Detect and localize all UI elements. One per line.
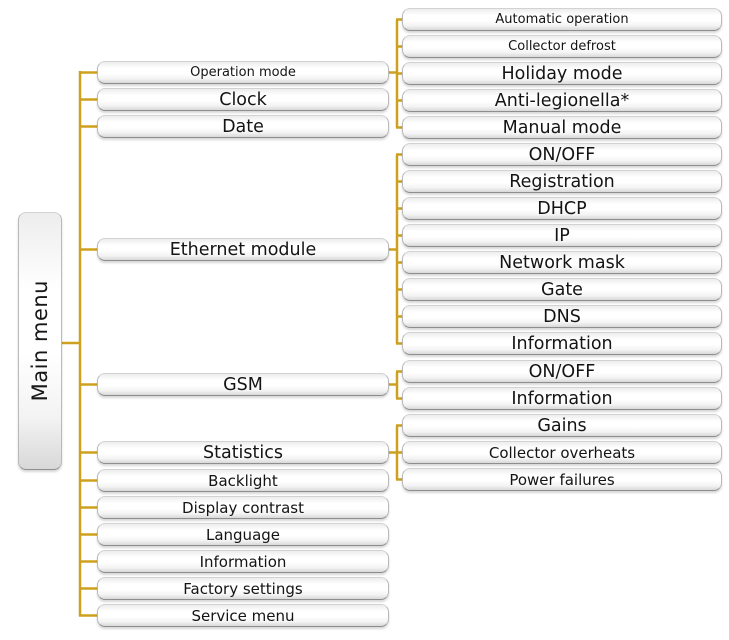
subnode-gsm-information: Information [402,387,722,410]
node-clock: Clock [97,88,389,111]
subnode-collector-defrost: Collector defrost [402,35,722,58]
node-operation-mode: Operation mode [97,61,389,84]
subnode-anti-legionella: Anti-legionella* [402,89,722,112]
subnode-power-failures: Power failures [402,468,722,491]
subnode-manual-mode: Manual mode [402,116,722,139]
node-main-menu: Main menu [18,212,62,470]
subnode-automatic-operation: Automatic operation [402,8,722,31]
subnode-collector-overheats: Collector overheats [402,441,722,464]
node-display-contrast: Display contrast [97,496,389,519]
node-backlight: Backlight [97,469,389,492]
subnode-network-mask: Network mask [402,251,722,274]
subnode-ethernet-on-off: ON/OFF [402,143,722,166]
subnode-gate: Gate [402,278,722,301]
subnode-dns: DNS [402,305,722,328]
subnode-ip: IP [402,224,722,247]
node-main-menu-label: Main menu [28,280,52,402]
subnode-gsm-on-off: ON/OFF [402,360,722,383]
node-ethernet-module: Ethernet module [97,238,389,261]
node-factory-settings: Factory settings [97,577,389,600]
node-information: Information [97,550,389,573]
subnode-gains: Gains [402,414,722,437]
node-gsm: GSM [97,373,389,396]
node-date: Date [97,115,389,138]
node-language: Language [97,523,389,546]
subnode-registration: Registration [402,170,722,193]
subnode-holiday-mode: Holiday mode [402,62,722,85]
node-service-menu: Service menu [97,604,389,627]
node-statistics: Statistics [97,441,389,464]
subnode-ethernet-information: Information [402,332,722,355]
subnode-dhcp: DHCP [402,197,722,220]
